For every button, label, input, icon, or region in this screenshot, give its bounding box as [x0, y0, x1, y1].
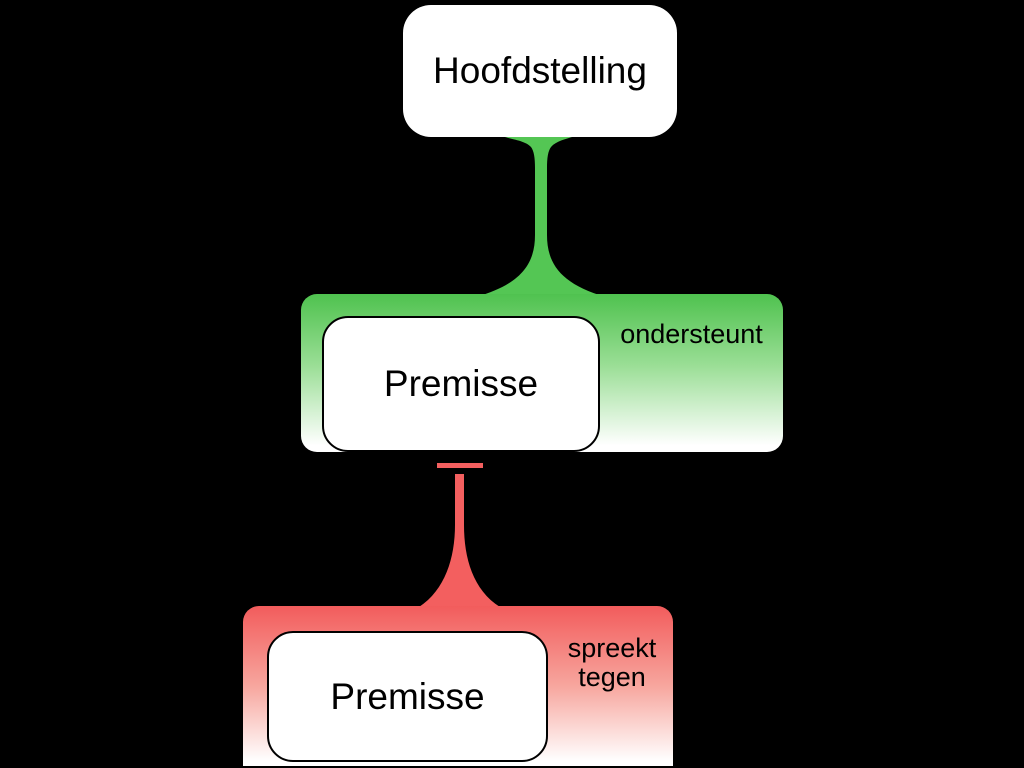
oppose-relation-line1: spreekt [567, 633, 657, 663]
main-claim-label: Hoofdstelling [433, 50, 647, 91]
oppose-premise-node[interactable]: Premisse [267, 631, 548, 762]
oppose-connector-stem [419, 474, 500, 607]
support-premise-node[interactable]: Premisse [322, 316, 600, 452]
oppose-relation-line2: tegen [578, 662, 646, 692]
support-connector [476, 137, 606, 297]
support-relation-label: ondersteunt [620, 319, 763, 349]
support-premise-label: Premisse [383, 363, 539, 404]
main-claim-node[interactable]: Hoofdstelling [403, 5, 677, 137]
oppose-premise-label: Premisse [330, 675, 485, 717]
oppose-connector-bar [437, 463, 483, 468]
oppose-relation-label: spreekt tegen [551, 634, 673, 692]
